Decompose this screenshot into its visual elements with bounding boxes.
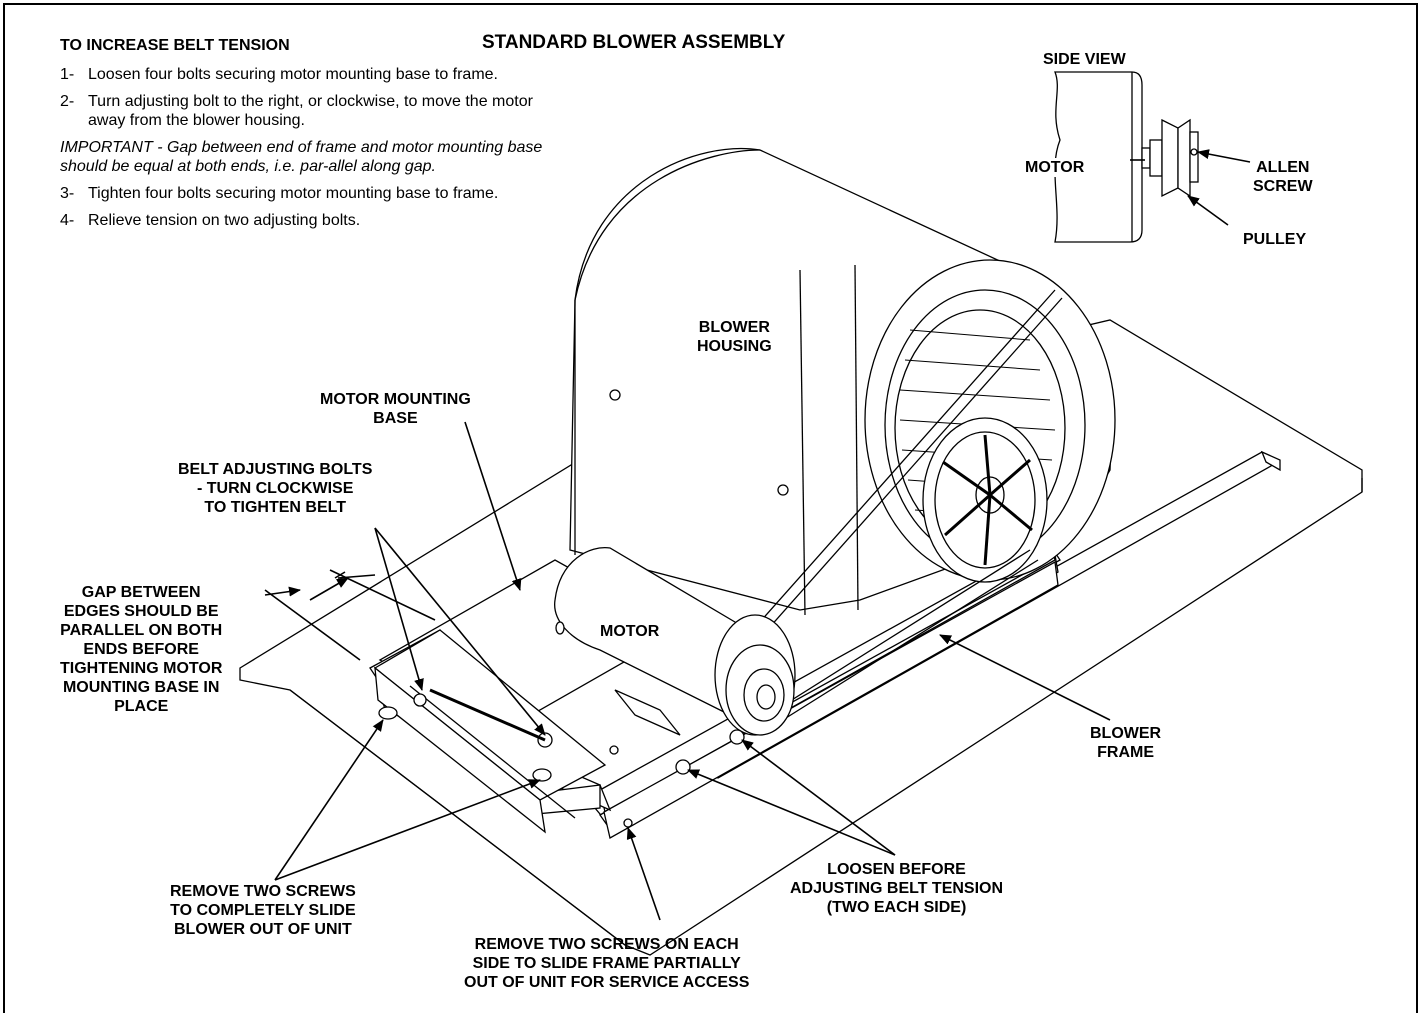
allen-screw-label: ALLEN SCREW xyxy=(1253,159,1313,195)
side-view-label: SIDE VIEW xyxy=(1043,51,1126,68)
step-text: Tighten four bolts securing motor mounti… xyxy=(88,185,499,202)
step-2: 2- Turn adjusting bolt to the right, or … xyxy=(60,92,560,130)
motor-body xyxy=(554,546,796,736)
leader-lines xyxy=(264,149,1251,921)
step-number: 1- xyxy=(60,66,75,83)
diagram-border xyxy=(3,3,1418,1013)
remove-two-screws-label: REMOVE TWO SCREWS TO COMPLETELY SLIDE BL… xyxy=(170,883,356,938)
step-number: 2- xyxy=(60,93,75,110)
instructions-heading: TO INCREASE BELT TENSION xyxy=(60,37,290,54)
blower-housing xyxy=(569,147,1116,616)
blower-housing-label: BLOWER HOUSING xyxy=(697,319,772,355)
motor-label: MOTOR xyxy=(600,623,660,640)
step-3: 3- Tighten four bolts securing motor mou… xyxy=(60,184,560,203)
belt-adjusting-bolts-label: BELT ADJUSTING BOLTS - TURN CLOCKWISE TO… xyxy=(178,461,373,516)
drive-belt xyxy=(734,289,1063,729)
gap-between-edges-label: GAP BETWEEN EDGES SHOULD BE PARALLEL ON … xyxy=(60,584,223,715)
step-text: Turn adjusting bolt to the right, or clo… xyxy=(88,93,533,129)
important-note: IMPORTANT - Gap between end of frame and… xyxy=(60,139,543,175)
pulley-label: PULLEY xyxy=(1243,231,1307,248)
step-text: Loosen four bolts securing motor mountin… xyxy=(88,66,498,83)
blower-frame-label: BLOWER FRAME xyxy=(1090,725,1162,761)
step-4: 4- Relieve tension on two adjusting bolt… xyxy=(60,211,560,230)
screws xyxy=(378,706,745,828)
loosen-before-label: LOOSEN BEFORE ADJUSTING BELT TENSION (TW… xyxy=(790,861,1004,916)
instructions-panel: TO INCREASE BELT TENSION 1- Loosen four … xyxy=(60,36,560,238)
remove-two-screws-each-side-label: REMOVE TWO SCREWS ON EACH SIDE TO SLIDE … xyxy=(464,936,750,991)
step-1: 1- Loosen four bolts securing motor moun… xyxy=(60,65,560,84)
side-view-drawing xyxy=(1054,71,1199,243)
side-view-motor-label: MOTOR xyxy=(1025,158,1085,177)
adjusting-rail xyxy=(373,629,607,834)
diagram-title: STANDARD BLOWER ASSEMBLY xyxy=(482,32,786,53)
step-number: 3- xyxy=(60,185,75,202)
step-number: 4- xyxy=(60,212,75,229)
step-text: Relieve tension on two adjusting bolts. xyxy=(88,212,361,229)
motor-mounting-base-label: MOTOR MOUNTING BASE xyxy=(320,391,471,427)
